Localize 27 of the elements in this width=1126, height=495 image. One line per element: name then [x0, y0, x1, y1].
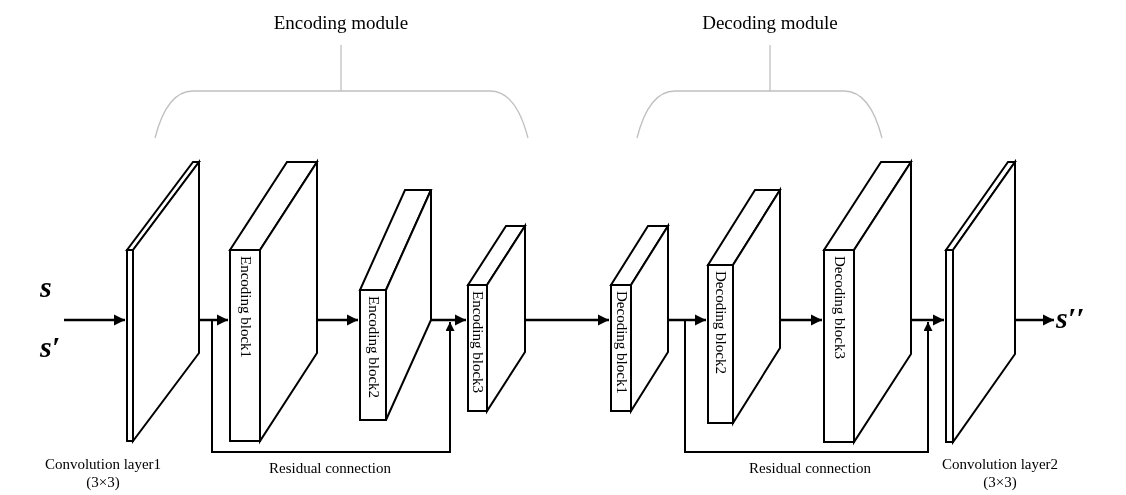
layer-slab: [946, 162, 1015, 442]
block-label: Encoding block1: [237, 256, 253, 359]
output-symbol: s′′: [1056, 303, 1085, 333]
arrow: [64, 314, 125, 326]
arrow: [668, 314, 706, 326]
arrow: [911, 314, 944, 326]
layer-slab: [360, 190, 431, 420]
residual-connection-arrow: [684, 319, 933, 453]
residual-connection-arrow: [211, 319, 455, 453]
block-label: Encoding block3: [470, 291, 485, 394]
block-label: Decoding block3: [831, 256, 847, 359]
arrow: [1015, 314, 1054, 326]
module-title: Decoding module: [702, 12, 838, 34]
block-label: Decoding block1: [613, 291, 629, 394]
arrow: [199, 314, 228, 326]
block-label: Encoding block2: [365, 296, 381, 399]
module-title: Encoding module: [273, 12, 409, 34]
layer-caption: Convolution layer2 (3×3): [940, 455, 1060, 491]
layer-slab: [127, 162, 199, 441]
arrow: [317, 314, 358, 326]
arrow: [525, 314, 609, 326]
arrow: [431, 314, 466, 326]
layer-caption: Convolution layer1 (3×3): [43, 455, 163, 491]
input-symbol: s: [40, 272, 52, 302]
input-symbol: s′: [40, 332, 61, 362]
block-label: Decoding block2: [713, 271, 728, 374]
arrow: [780, 314, 822, 326]
